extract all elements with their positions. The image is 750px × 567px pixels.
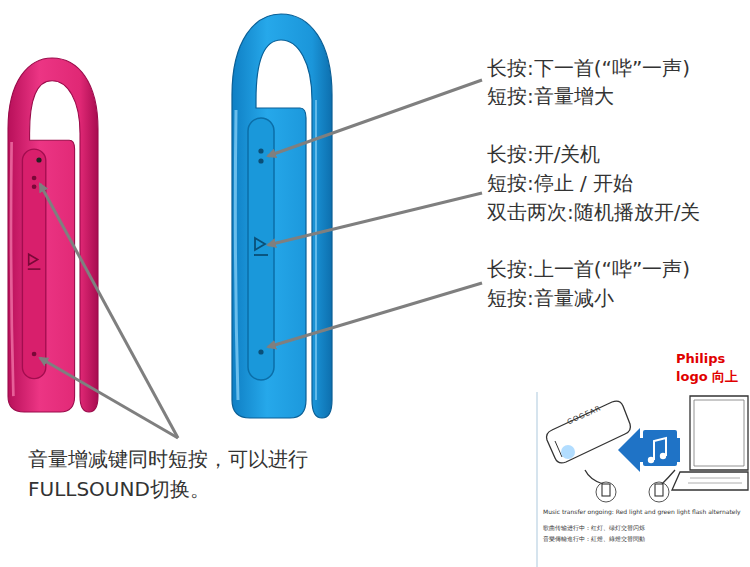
button-function-note: 长按:上一首(“哔”一声)	[487, 256, 745, 283]
transfer-status-note: 歌曲传输进行中：红灯、绿灯交替闪烁	[543, 524, 746, 532]
transfer-status-note: Music transfer ongoing: Red light and gr…	[543, 508, 746, 516]
logo-orientation-note: Philips logo 向上	[676, 350, 746, 386]
blue-player	[232, 14, 332, 418]
button-function-note: 长按:开/关机	[487, 141, 745, 168]
leader-lines	[40, 80, 482, 438]
indicator-hole	[36, 157, 41, 162]
usb-transfer-inset	[537, 392, 748, 567]
button-function-note: 短按:音量减小	[487, 285, 745, 312]
pink-player	[8, 58, 98, 412]
button-function-note: 长按:下一首(“哔”一声)	[487, 55, 745, 82]
fullsound-note: 音量增减键同时短按，可以进行 FULLSOUND切换。	[28, 444, 328, 504]
transfer-status-note: 音樂傳輸進行中：紅燈、綠燈交替閃動	[543, 535, 746, 543]
button-function-note: 双击两次:随机播放开/关	[487, 199, 745, 226]
button-function-note: 短按:音量增大	[487, 83, 745, 110]
button-function-note: 短按:停止 / 开始	[487, 170, 745, 197]
